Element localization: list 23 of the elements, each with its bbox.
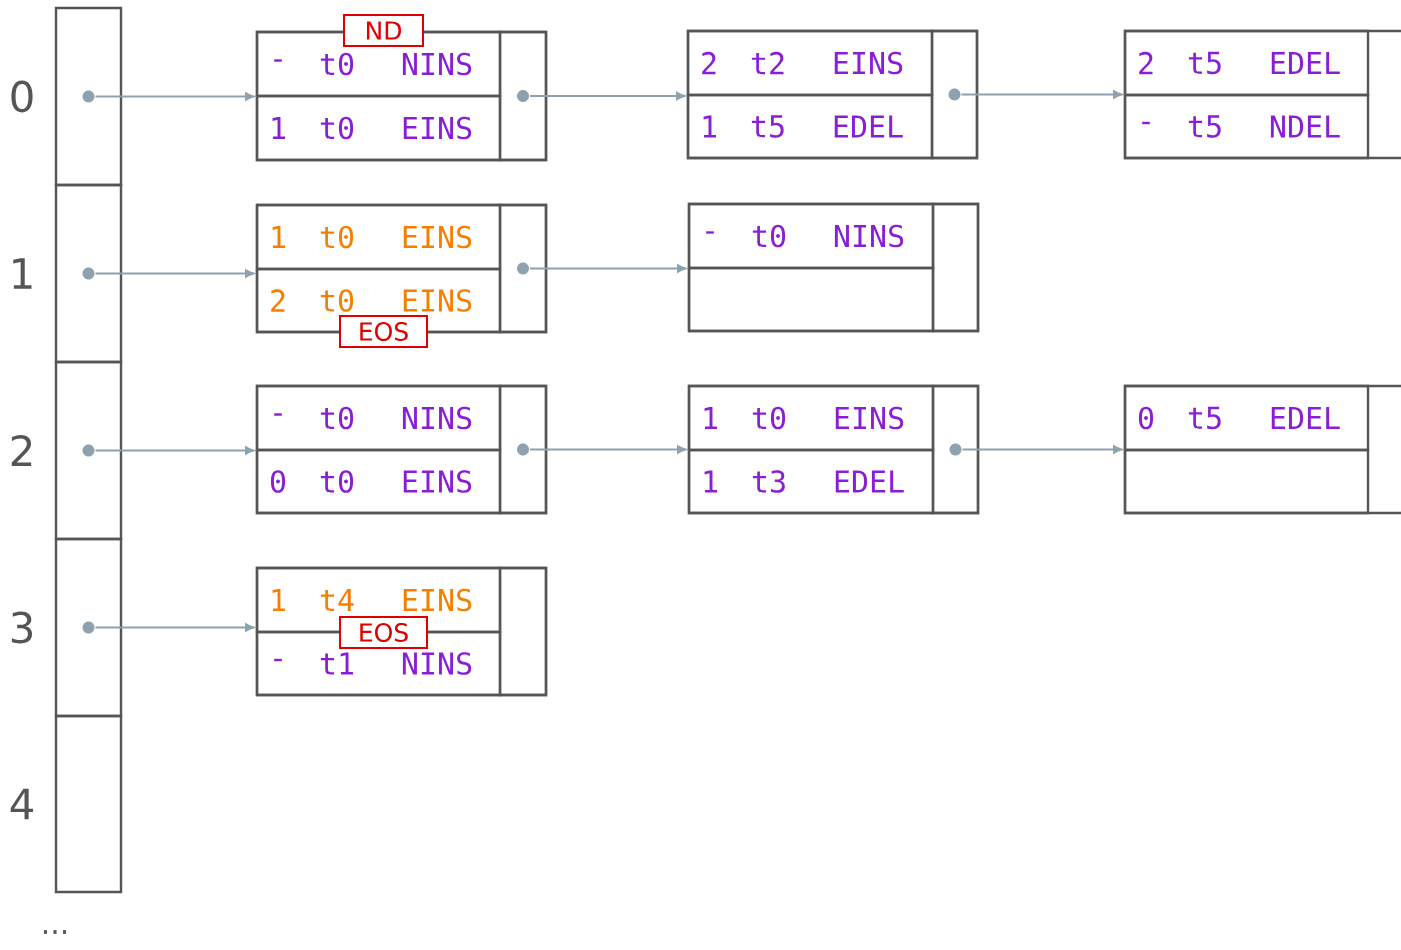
bucket-index: 0	[11, 80, 33, 113]
list-entry: - t5 NDEL	[1123, 93, 1370, 160]
arrow	[94, 446, 255, 455]
list-entry: 0 t5 EDEL	[1123, 384, 1370, 452]
arrow	[94, 623, 255, 632]
status-tag: ND	[343, 14, 424, 47]
list-entry: 1 t0 EINS	[255, 203, 502, 271]
bucket-index: 2	[11, 434, 32, 467]
bucket-index: 3	[11, 611, 32, 644]
empty-entry	[1123, 448, 1370, 515]
status-tag: EOS	[339, 315, 428, 348]
bucket-index: 1	[13, 258, 32, 289]
arrow	[961, 445, 1123, 454]
arrow	[529, 91, 686, 101]
arrow	[94, 269, 255, 278]
arrow	[529, 445, 687, 454]
list-entry: 2 t5 EDEL	[1123, 29, 1370, 97]
list-entry: 1 t0 EINS	[255, 94, 502, 162]
arrow	[529, 264, 687, 273]
bucket-index: 4	[10, 788, 33, 820]
arrow	[960, 90, 1123, 99]
arrow	[94, 92, 255, 101]
ellipsis-text: ...	[43, 930, 67, 934]
